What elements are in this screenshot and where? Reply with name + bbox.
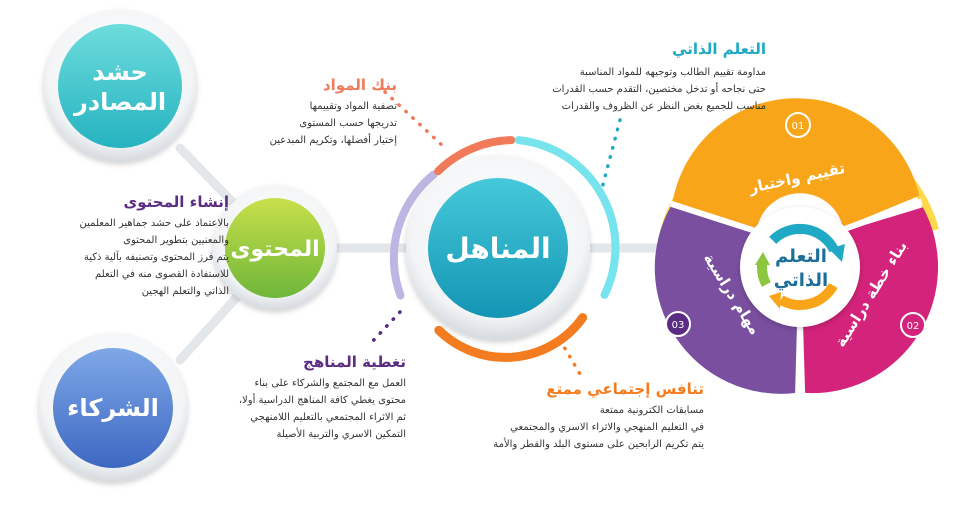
social-competition-title: تنافس إجتماعي ممتع (546, 380, 704, 398)
content-creation-block: إنشاء المحتوى بالاعتماد على حشد جماهير ا… (19, 193, 229, 300)
segment-3-number: 03 (672, 320, 685, 331)
social-competition-line-3: يتم تكريم الرابحين على مستوى البلد والقط… (493, 439, 704, 450)
content-creation-title: إنشاء المحتوى (123, 193, 229, 211)
partners-label: الشركاء (67, 394, 159, 422)
materials-bank-title: بنك المواد (322, 76, 397, 94)
segment-1-number: 01 (792, 121, 805, 132)
content-creation-line-4: للاستفادة القصوى منه في التعلم (95, 269, 229, 280)
sources-node: حشد المصادر (44, 10, 196, 162)
curriculum-coverage-title: تغطية المناهج (303, 353, 406, 371)
curriculum-coverage-line-2: محتوى يغطي كافة المناهج الدراسية أولا، (238, 395, 406, 406)
self-learning-line-1: مداومة تقييم الطالب وتوجيهه للمواد المنا… (579, 67, 766, 78)
sources-label-line1: حشد (92, 58, 148, 86)
self-learning-line-2: حتى نجاحه أو تدخل مختصين، التقدم حسب الق… (552, 84, 766, 95)
social-competition-line-2: في التعليم المنهجي والاثراء الاسري والمج… (510, 422, 704, 433)
dotted-leaders (369, 90, 622, 376)
sources-label-line2: المصادر (73, 88, 166, 116)
segment-2-number-badge: 02 (900, 312, 926, 338)
self-learning-label-line2: الذاتي (774, 270, 828, 291)
partners-node: الشركاء (39, 334, 187, 482)
self-learning-ring: التعلم الذاتي تقييم واختبار بناء خطة درا… (654, 98, 939, 396)
materials-bank-block: بنك المواد تصفية المواد وتقييمها تدريجها… (217, 76, 397, 149)
curriculum-coverage-line-4: التمكين الاسري والتربية الأصيلة (276, 429, 406, 440)
materials-bank-line-2: تدريجها حسب المستوى (299, 118, 397, 129)
materials-bank-line-3: إختيار أفضلها، وتكريم المبدعين (269, 135, 397, 146)
curriculum-coverage-line-1: العمل مع المجتمع والشركاء على بناء (254, 378, 406, 389)
segment-1-number-badge: 01 (785, 112, 811, 138)
content-creation-line-5: الذاتي والتعلم الهجين (141, 286, 229, 297)
self-learning-label-line1: التعلم (775, 246, 827, 267)
center-hub: المناهل (389, 136, 620, 362)
content-creation-line-3: يتم فرز المحتوى وتصنيفه بآلية ذكية (83, 252, 229, 263)
self-learning-block: التعلم الذاتي مداومة تقييم الطالب وتوجيه… (496, 40, 766, 115)
social-competition-line-1: مسابقات الكترونية ممتعة (599, 405, 704, 416)
cycle-arrowheads (755, 244, 845, 309)
curriculum-coverage-block: تغطية المناهج العمل مع المجتمع والشركاء … (181, 353, 406, 443)
self-learning-line-3: مناسب للجميع بغض النظر عن الظروف والقدرا… (561, 101, 766, 112)
self-learning-title: التعلم الذاتي (672, 40, 766, 58)
materials-bank-line-1: تصفية المواد وتقييمها (309, 101, 397, 112)
content-creation-line-1: بالاعتماد على حشد جماهير المعلمين (79, 218, 229, 229)
segment-2-number: 02 (907, 321, 920, 332)
content-node: المحتوى (213, 186, 337, 310)
content-creation-line-2: والمعنيين بتطوير المحتوى (123, 235, 229, 246)
segment-3-number-badge: 03 (665, 311, 691, 337)
social-competition-block: تنافس إجتماعي ممتع مسابقات الكترونية ممت… (414, 380, 704, 453)
curriculum-coverage-line-3: ثم الاثراء المجتمعي بالتعليم اللامنهجي (250, 412, 406, 423)
content-label: المحتوى (230, 237, 319, 262)
center-label: المناهل (445, 232, 550, 265)
